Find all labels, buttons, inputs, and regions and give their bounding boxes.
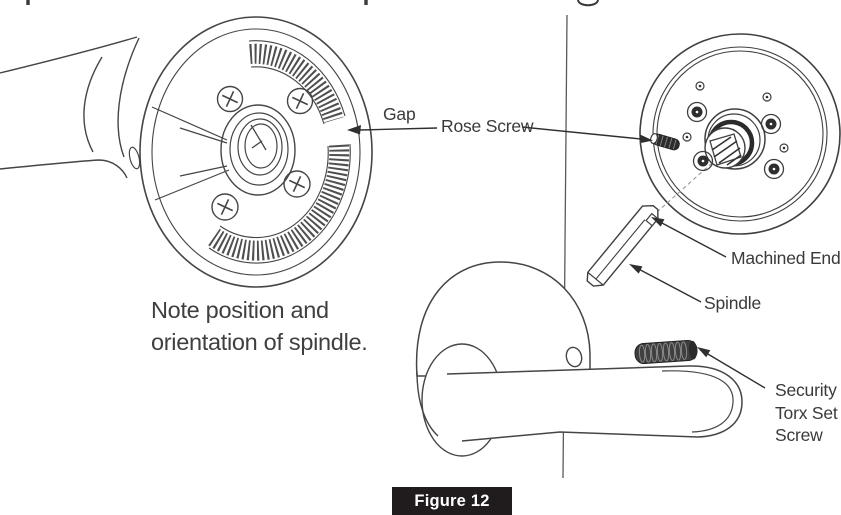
rose-screw-drawing — [650, 133, 680, 151]
lever-rose-back-view-drawing — [0, 16, 373, 288]
figure-caption-badge: Figure 12 — [392, 487, 512, 515]
security-set-screw-arrow — [697, 347, 766, 389]
lever-side-view-drawing — [415, 261, 743, 457]
phillips-screw-icon — [286, 87, 314, 115]
figure-caption-text: Figure 12 — [414, 491, 490, 510]
gap-arrow — [347, 125, 438, 135]
set-screw-drawing — [634, 339, 698, 365]
lever-handle-outline — [446, 365, 743, 442]
security-torx-line-3: Screw — [775, 425, 823, 445]
spindle-note: Note position and orientation of spindle… — [151, 294, 368, 358]
torx-screw-icon — [686, 101, 708, 123]
security-torx-line-1: Security — [775, 380, 837, 400]
machined-end-notch — [645, 212, 659, 227]
phillips-screw-icon — [216, 85, 244, 113]
security-torx-set-screw-label: Security Torx Set Screw — [775, 379, 838, 447]
leader-arrows — [347, 125, 766, 389]
torx-screw-icon — [760, 113, 782, 135]
phillips-screw-icon — [211, 193, 239, 221]
set-screw-hole — [565, 346, 583, 368]
machined-end-label: Machined End — [731, 248, 841, 268]
note-line-2: orientation of spindle. — [151, 329, 368, 355]
rose-inside-view-drawing — [639, 33, 841, 235]
spindle-arrow — [629, 264, 702, 303]
spindle-drawing — [586, 204, 659, 287]
rose-screw-arrow — [521, 126, 653, 143]
machined-end-arrow — [651, 217, 727, 258]
torx-screw-icon — [763, 158, 785, 180]
gap-label: Gap — [383, 104, 416, 124]
spindle-square-hole — [709, 133, 742, 166]
phillips-screw-icon — [283, 170, 311, 198]
security-torx-line-2: Torx Set — [775, 402, 838, 423]
rose-pin-holes — [682, 81, 789, 153]
rose-screw-label: Rose Screw — [441, 116, 534, 136]
lever-handle-fill — [447, 365, 742, 442]
spindle-label: Spindle — [704, 293, 761, 313]
note-line-1: Note position and — [151, 297, 329, 323]
torx-screw-icon — [692, 150, 714, 172]
cropped-text-descenders — [26, 0, 599, 7]
